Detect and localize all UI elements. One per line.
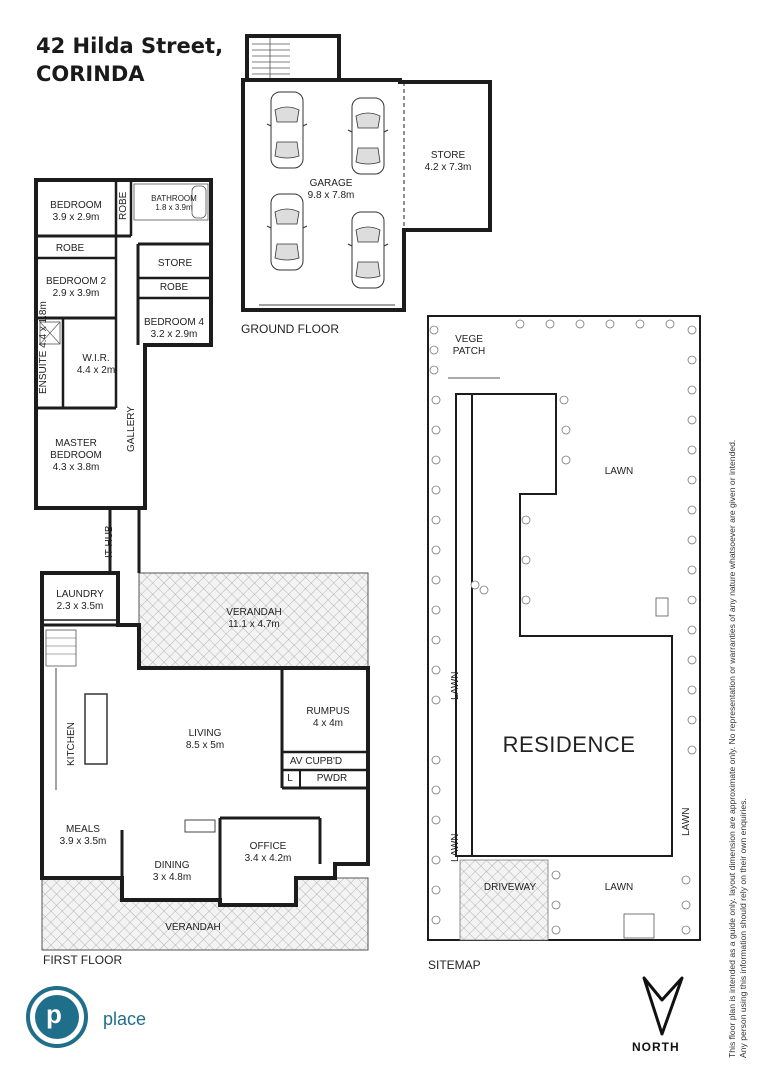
- room-bedroom: BEDROOM 3.9 x 2.9m: [50, 200, 102, 223]
- room-wir: W.I.R. 4.4 x 2m: [76, 353, 116, 376]
- label-kitchen: KITCHEN: [66, 722, 77, 766]
- logo-wordmark: place: [103, 1009, 147, 1029]
- room-verandah-top: VERANDAH 11.1 x 4.7m: [226, 607, 282, 630]
- property-address-line2: CORINDA: [36, 62, 145, 86]
- label-robe-2: ROBE: [159, 282, 189, 293]
- room-rumpus: RUMPUS 4 x 4m: [306, 706, 350, 729]
- logo-letter: p: [46, 999, 62, 1029]
- room-master-bedroom: MASTER BEDROOM 4.3 x 3.8m: [50, 438, 102, 473]
- label-robe-vertical: ROBE: [118, 191, 129, 220]
- room-garage: GARAGE 9.8 x 7.8m: [307, 178, 355, 201]
- room-office: OFFICE 3.4 x 4.2m: [244, 841, 292, 864]
- north-arrow-icon: [642, 976, 684, 1036]
- label-residence: RESIDENCE: [502, 732, 636, 757]
- room-pwdr: PWDR: [316, 773, 348, 784]
- sitemap-plan: [427, 315, 701, 941]
- north-label: NORTH: [632, 1040, 680, 1054]
- label-verandah-bottom: VERANDAH: [165, 922, 221, 933]
- room-ensuite: ENSUITE 4.4 x 1.8m: [38, 301, 49, 394]
- first-floor-plan: [32, 178, 370, 951]
- label-store-first: STORE: [157, 258, 193, 269]
- label-av-cupbd: AV CUPB'D: [289, 756, 343, 767]
- caption-ground-floor: GROUND FLOOR: [241, 322, 340, 336]
- disclaimer-text: This floor plan is intended as a guide o…: [727, 439, 748, 1058]
- label-gallery: GALLERY: [126, 406, 137, 452]
- caption-sitemap: SITEMAP: [428, 958, 481, 972]
- label-lawn-right: LAWN: [681, 807, 692, 836]
- room-bedroom-4: BEDROOM 4 3.2 x 2.9m: [143, 317, 205, 340]
- room-bathroom: BATHROOM 1.8 x 3.9m: [151, 194, 197, 212]
- label-lawn-left-upper: LAWN: [450, 671, 461, 700]
- room-dining: DINING 3 x 4.8m: [152, 860, 192, 883]
- room-living: LIVING 8.5 x 5m: [185, 728, 225, 751]
- label-robe-1: ROBE: [55, 243, 85, 254]
- label-driveway: DRIVEWAY: [483, 882, 537, 893]
- label-lawn-left-lower: LAWN: [450, 833, 461, 862]
- caption-first-floor: FIRST FLOOR: [43, 953, 123, 967]
- room-meals: MEALS 3.9 x 3.5m: [59, 824, 107, 847]
- room-store-ground: STORE 4.2 x 7.3m: [424, 150, 472, 173]
- room-laundry: LAUNDRY 2.3 x 3.5m: [56, 589, 104, 612]
- room-bedroom-2: BEDROOM 2 2.9 x 3.9m: [45, 276, 107, 299]
- label-lawn-top: LAWN: [604, 466, 634, 477]
- label-linen: L: [287, 773, 293, 784]
- ground-floor-plan: [241, 34, 492, 312]
- label-lawn-bottom: LAWN: [604, 882, 634, 893]
- property-address-line1: 42 Hilda Street,: [36, 34, 224, 58]
- place-logo: [26, 986, 88, 1048]
- label-it-hub: IT HUB: [104, 525, 115, 558]
- label-vege-patch: VEGE PATCH: [452, 334, 486, 357]
